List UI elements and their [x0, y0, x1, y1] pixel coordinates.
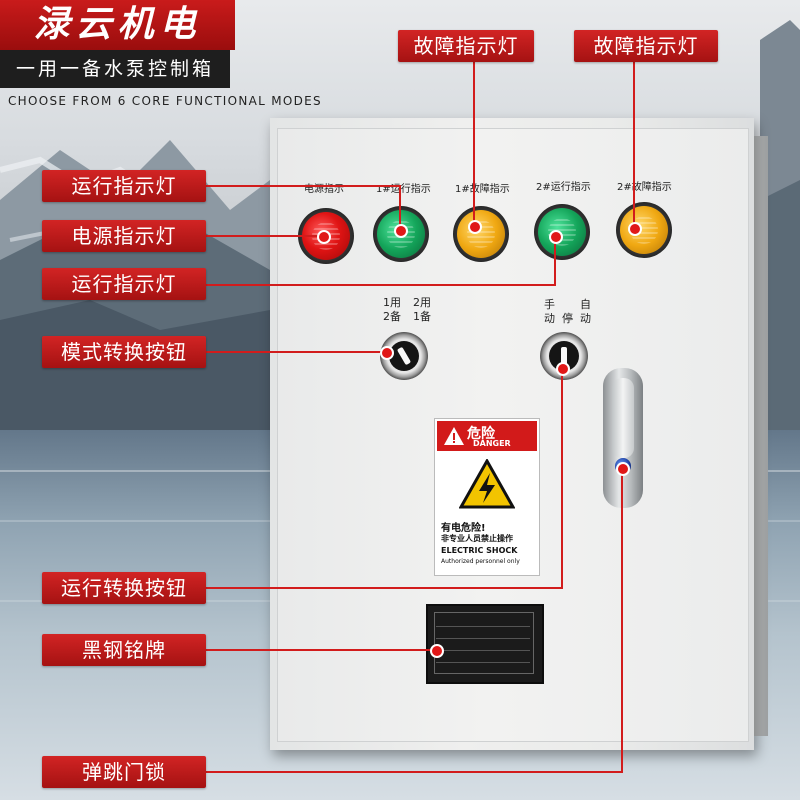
label-mode-c: 2备	[383, 310, 401, 323]
brand-subtitle-bar	[0, 50, 230, 88]
brand-banner	[0, 0, 235, 50]
callout-mode-switch: 模式转换按钮	[42, 336, 206, 368]
callout-dot	[628, 222, 642, 236]
callout-run-indicator-2: 运行指示灯	[42, 268, 206, 300]
callout-dot	[380, 346, 394, 360]
danger-sticker: 危险 DANGER 有电危险! 非专业人员禁止操作 ELECTRIC SHOCK…	[434, 418, 540, 576]
label-move1: 动	[544, 312, 555, 325]
danger-line-2: 非专业人员禁止操作	[441, 534, 513, 543]
callout-dot	[394, 224, 408, 238]
run2-lamp	[538, 208, 586, 256]
label-mode-a: 1用	[383, 296, 401, 309]
label-run2: 2#运行指示	[536, 182, 591, 193]
danger-title: 危险	[467, 426, 495, 442]
callout-dot	[616, 462, 630, 476]
danger-header: 危险 DANGER	[437, 421, 537, 451]
label-manual: 手	[544, 298, 555, 311]
danger-line-4: Authorized personnel only	[441, 558, 520, 565]
nameplate-row	[436, 662, 530, 663]
nameplate-row	[436, 638, 530, 639]
callout-run-switch: 运行转换按钮	[42, 572, 206, 604]
callout-run-indicator-1: 运行指示灯	[42, 170, 206, 202]
black-steel-nameplate	[426, 604, 544, 684]
label-auto: 自	[580, 298, 591, 311]
label-mode-b: 2用	[413, 296, 431, 309]
run-switch-indicator	[561, 347, 567, 365]
callout-dot	[556, 362, 570, 376]
label-move2: 动	[580, 312, 591, 325]
label-run1: 1#运行指示	[376, 184, 431, 195]
callout-fault-right: 故障指示灯	[574, 30, 718, 62]
mode-switch-knob[interactable]	[389, 341, 419, 371]
danger-title-en: DANGER	[473, 439, 511, 448]
brand-name: 渌云机电	[33, 4, 202, 45]
callout-dot	[549, 230, 563, 244]
label-stop: 停	[562, 312, 573, 325]
nameplate-row	[436, 626, 530, 627]
nameplate-row	[436, 650, 530, 651]
callout-dot	[430, 644, 444, 658]
callout-fault-left: 故障指示灯	[398, 30, 534, 62]
callout-nameplate: 黑钢铭牌	[42, 634, 206, 666]
label-mode-d: 1备	[413, 310, 431, 323]
callout-door-lock: 弹跳门锁	[42, 756, 206, 788]
handle-grip	[612, 378, 634, 458]
danger-line-3: ELECTRIC SHOCK	[441, 546, 518, 555]
warning-triangle-icon	[444, 427, 464, 445]
nameplate-frame	[434, 612, 534, 674]
mode-switch[interactable]	[380, 332, 428, 380]
electric-shock-icon	[459, 459, 515, 509]
callout-dot	[317, 230, 331, 244]
danger-line-1: 有电危险!	[441, 523, 486, 534]
label-power: 电源指示	[304, 184, 344, 195]
callout-power-indicator: 电源指示灯	[42, 220, 206, 252]
brand-tagline: CHOOSE FROM 6 CORE FUNCTIONAL MODES	[8, 94, 322, 108]
brand-subtitle: 一用一备水泵控制箱	[15, 58, 214, 80]
callout-dot	[468, 220, 482, 234]
cabinet-side	[752, 136, 768, 736]
label-fault1: 1#故障指示	[455, 184, 510, 195]
label-fault2: 2#故障指示	[617, 182, 672, 193]
